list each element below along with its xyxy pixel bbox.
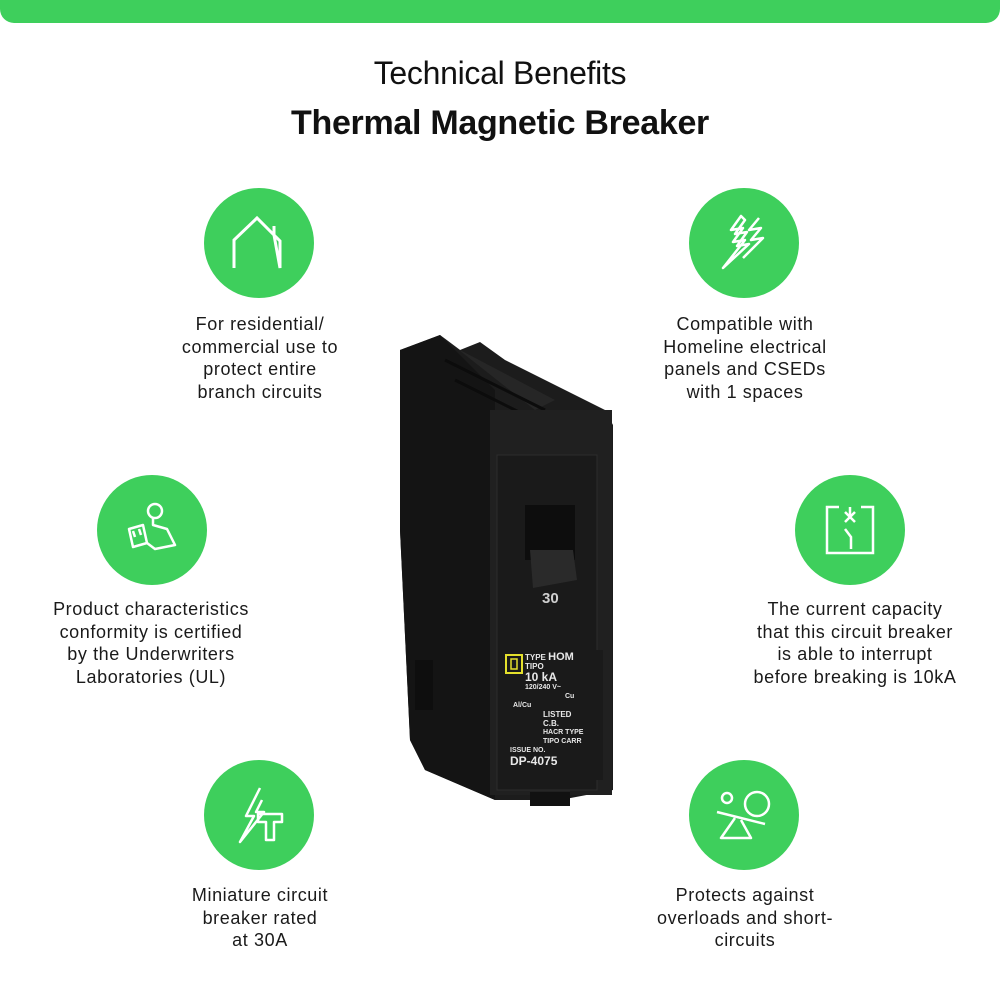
house-icon [204,188,314,298]
page-subtitle: Thermal Magnetic Breaker [291,104,709,142]
product-label: TYPE HOM TIPO 10 kA 120/240 V~ Cu Al/Cu … [510,651,584,768]
benefit-protection-text: Protects against overloads and short- ci… [656,885,834,950]
seesaw-balance-icon [689,760,799,870]
benefit-interrupt-capacity-text: The current capacity that this circuit b… [753,599,957,687]
circuit-switch-icon [795,475,905,585]
top-accent-bar [0,0,1000,23]
handle-rating: 30 [542,590,559,607]
certified-person-document-icon [97,475,207,585]
benefit-rating-text: Miniature circuit breaker rated at 30A [191,885,329,950]
benefit-residential-text: For residential/ commercial use to prote… [181,314,339,402]
circuit-breaker-product-image: 30 TYPE HOM TIPO 10 kA 120/240 V~ Cu Al/… [385,330,625,810]
benefit-compatibility-text: Compatible with Homeline electrical pane… [663,314,827,402]
page-title: Technical Benefits [373,55,627,91]
lightning-bolts-icon [689,188,799,298]
lightning-ground-icon [204,760,314,870]
benefit-ul-certified-text: Product characteristics conformity is ce… [53,599,249,687]
